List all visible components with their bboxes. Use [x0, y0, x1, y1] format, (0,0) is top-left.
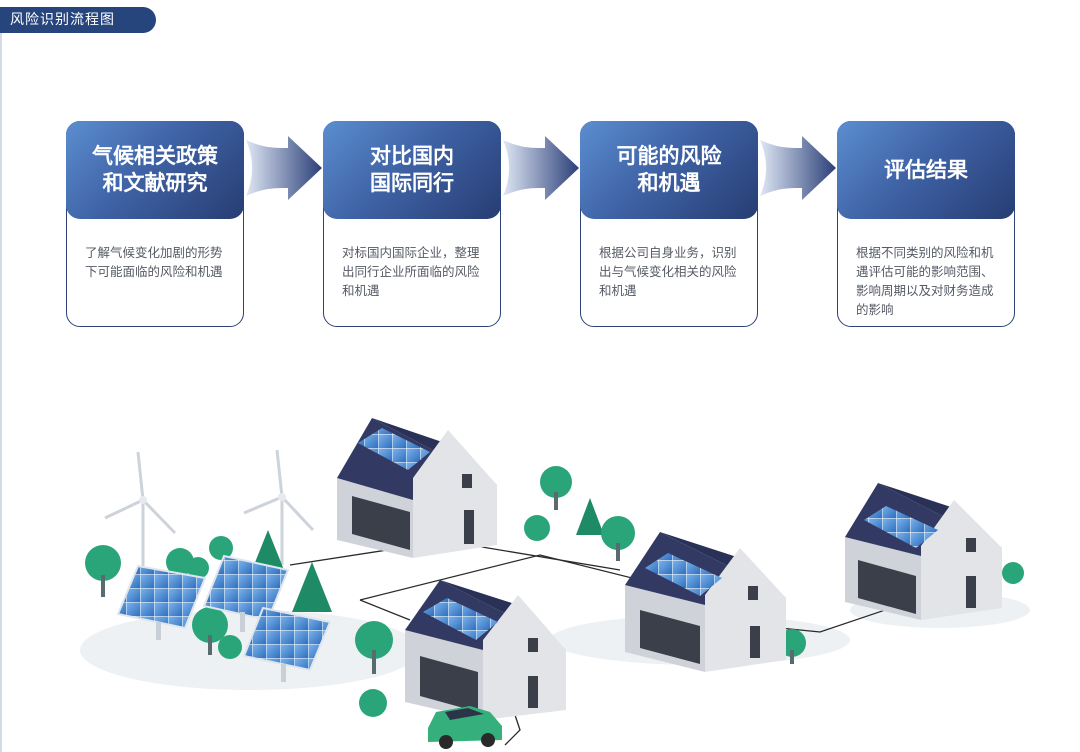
step-card-description: 根据不同类别的风险和机 遇评估可能的影响范围、 影响周期以及对财务造成 的影响 [856, 245, 994, 317]
house-icon [405, 580, 566, 720]
step-card-description: 根据公司自身业务，识别 出与气候变化相关的风险 和机遇 [599, 245, 737, 298]
house-icon [337, 418, 497, 558]
page-title: 风险识别流程图 [0, 7, 156, 33]
electric-car-icon [428, 706, 502, 749]
step-card-4: 评估结果 根据不同类别的风险和机 遇评估可能的影响范围、 影响周期以及对财务造成… [837, 121, 1015, 327]
wind-turbine-icon [104, 451, 177, 575]
step-card-title: 对比国内 国际同行 [323, 121, 501, 219]
step-card-2: 对比国内 国际同行 对标国内国际企业，整理 出同行企业所面临的风险 和机遇 [323, 121, 501, 327]
flow-arrow-icon [246, 136, 322, 200]
step-card-description: 了解气候变化加剧的形势 下可能面临的风险和机遇 [85, 245, 223, 279]
step-card-title: 可能的风险 和机遇 [580, 121, 758, 219]
step-card-description: 对标国内国际企业，整理 出同行企业所面临的风险 和机遇 [342, 245, 480, 298]
step-card-1: 气候相关政策 和文献研究 了解气候变化加剧的形势 下可能面临的风险和机遇 [66, 121, 244, 327]
house-icon [625, 532, 786, 672]
left-divider [0, 33, 2, 752]
step-card-3: 可能的风险 和机遇 根据公司自身业务，识别 出与气候变化相关的风险 和机遇 [580, 121, 758, 327]
step-card-title: 评估结果 [837, 121, 1015, 219]
tree-icon [85, 466, 1024, 717]
solar-panel-icon [116, 554, 332, 682]
renewable-energy-illustration [80, 418, 1030, 749]
step-card-title: 气候相关政策 和文献研究 [66, 121, 244, 219]
wind-turbine-icon [243, 449, 315, 565]
house-icon [845, 483, 1002, 620]
flow-arrow-icon [760, 136, 836, 200]
flow-arrow-icon [503, 136, 579, 200]
